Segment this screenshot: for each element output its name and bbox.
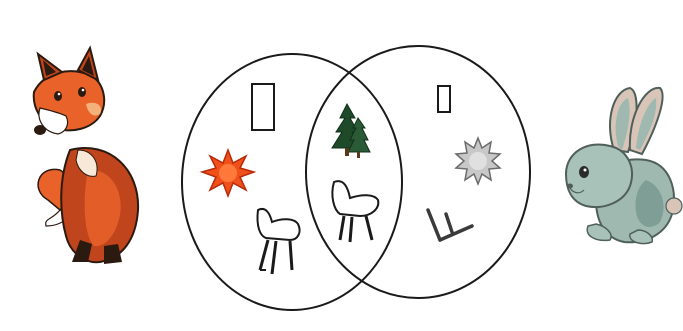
chair-shape xyxy=(257,209,299,274)
small-rectangle-shape xyxy=(438,86,450,112)
left-region-items xyxy=(202,84,300,274)
chair-shape xyxy=(332,181,378,242)
rabbit-picture xyxy=(566,88,682,244)
shared-region-items xyxy=(332,104,378,242)
tree-shape xyxy=(332,104,370,158)
right-circle xyxy=(306,46,530,298)
sticks-shape xyxy=(428,210,472,240)
rectangle-shape xyxy=(252,84,274,130)
fox-picture xyxy=(34,48,138,264)
right-region-items xyxy=(428,86,500,240)
